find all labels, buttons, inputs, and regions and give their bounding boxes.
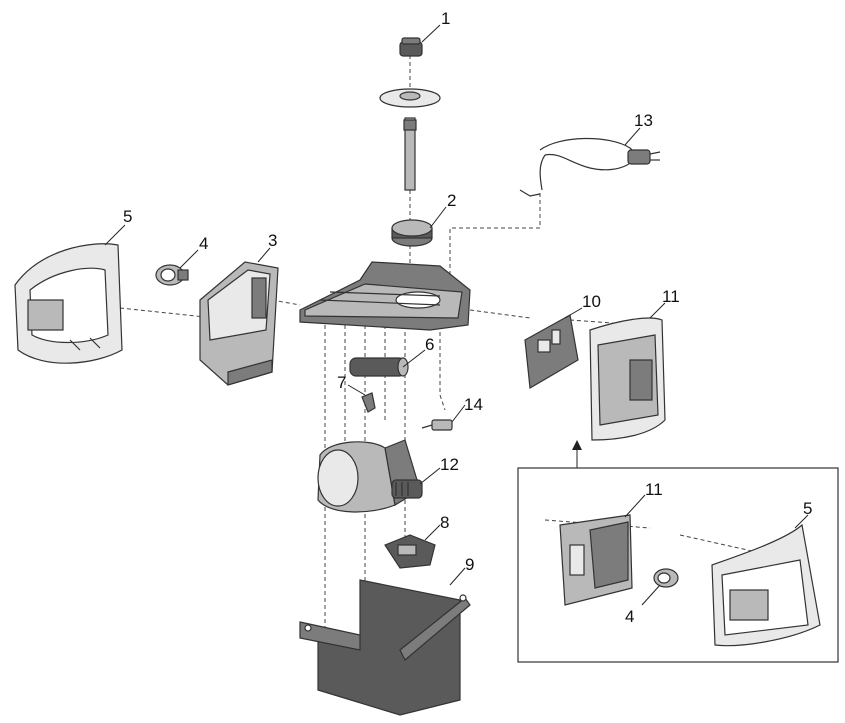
inset-part-11-panel	[559, 514, 633, 606]
callout-12: 12	[440, 455, 459, 474]
callout-5: 5	[123, 207, 132, 226]
callout-14: 14	[464, 395, 483, 414]
part-12-motor	[317, 439, 423, 513]
part-10-logic-board	[524, 314, 579, 389]
part-1-gear-cap	[399, 37, 423, 57]
callout-13: 13	[634, 111, 653, 130]
part-6-capacitor	[349, 357, 409, 377]
callout-8: 8	[440, 513, 449, 532]
part-2-helical-gear	[391, 219, 433, 247]
callout-10: 10	[582, 292, 601, 311]
callout-labels: 1 2 3 4 5 6 7 8 9 10 11 12 13 14 11 5 4	[123, 9, 812, 626]
part-8-sensor	[384, 534, 436, 569]
inset-pointer-arrow	[572, 440, 582, 468]
sprocket-plate	[379, 88, 441, 108]
inset-part-4-socket	[653, 568, 679, 588]
callout-3: 3	[268, 231, 277, 250]
part-13-power-cord	[519, 137, 661, 197]
part-7-clip	[361, 392, 376, 413]
callout-6: 6	[425, 335, 434, 354]
callout-2: 2	[447, 191, 456, 210]
inset-detail-box	[517, 467, 839, 663]
inset-part-5-cover	[711, 523, 821, 647]
part-5-end-cover-left	[14, 243, 123, 364]
part-3-end-panel	[199, 261, 279, 386]
callout-4: 4	[199, 234, 208, 253]
callout-11: 11	[662, 287, 680, 306]
inset-callout-4: 4	[625, 607, 634, 626]
chassis-plate	[299, 261, 471, 331]
drive-shaft	[403, 117, 417, 191]
inset-callout-11: 11	[645, 480, 663, 499]
part-14-limit-switch	[421, 419, 453, 431]
callout-9: 9	[465, 555, 474, 574]
callout-1: 1	[441, 9, 450, 28]
part-11-end-panel-right	[589, 317, 666, 441]
leader-lines	[104, 24, 809, 606]
part-9-bracket	[299, 579, 471, 716]
callout-7: 7	[337, 373, 346, 392]
part-4-light-socket	[155, 264, 189, 286]
inset-callout-5: 5	[803, 499, 812, 518]
